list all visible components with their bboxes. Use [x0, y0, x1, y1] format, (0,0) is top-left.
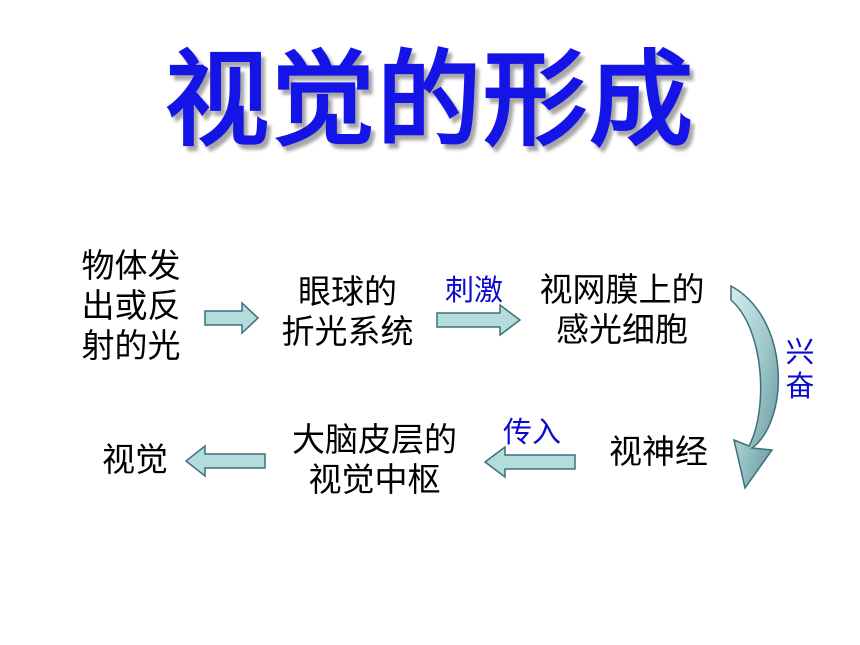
arrow-right-2	[436, 303, 522, 337]
arrow-left-2	[184, 444, 266, 478]
label-stimulate: 刺激	[444, 273, 503, 307]
node-vision: 视觉	[102, 440, 168, 479]
node-object-light: 物体发 出或反 射的光	[81, 246, 181, 365]
node-eye-refraction: 眼球的 折光系统	[281, 272, 414, 351]
node-retina-cells: 视网膜上的 感光细胞	[539, 270, 705, 349]
page-title: 视觉的形成	[164, 39, 695, 161]
arrow-left-1	[483, 445, 576, 479]
label-transmit: 传入	[502, 415, 561, 449]
label-excite: 兴 奋	[785, 335, 815, 403]
node-optic-nerve: 视神经	[609, 432, 708, 471]
arrow-curved-down	[730, 284, 779, 490]
arrow-right-1	[204, 301, 260, 335]
node-visual-center: 大脑皮层的 视觉中枢	[292, 420, 457, 499]
